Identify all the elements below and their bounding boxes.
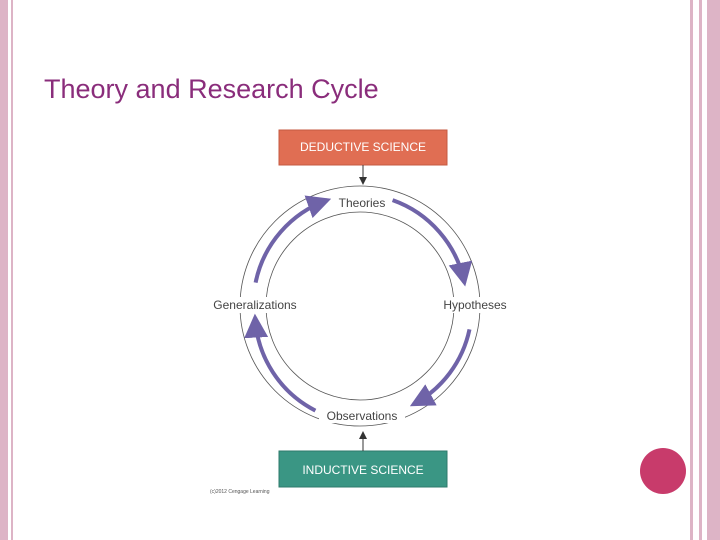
slide-border-left xyxy=(0,0,8,540)
arrow-generalizations-to-theories xyxy=(253,195,332,284)
slide-border-right xyxy=(690,0,693,540)
node-theories: Theories xyxy=(339,196,386,210)
node-observations: Observations xyxy=(327,409,398,423)
slide-border-left-inner xyxy=(11,0,13,540)
node-bg-hypotheses xyxy=(438,297,512,313)
node-bg-generalizations xyxy=(207,297,303,313)
deductive-science-box: DEDUCTIVE SCIENCE xyxy=(278,129,448,166)
copyright-note: (c)2012 Cengage Learning xyxy=(210,489,270,495)
node-bg-theories xyxy=(333,194,391,210)
slide-border-right-outer xyxy=(707,0,720,540)
node-hypotheses: Hypotheses xyxy=(443,298,506,312)
inductive-science-label: INDUCTIVE SCIENCE xyxy=(302,463,423,477)
inductive-science-box-bg xyxy=(278,450,448,488)
slide-border-right-inner xyxy=(699,0,702,540)
arrow-observations-to-generalizations xyxy=(244,313,317,413)
inductive-science-box: INDUCTIVE SCIENCE xyxy=(278,450,448,488)
slide-title: Theory and Research Cycle xyxy=(44,74,379,104)
node-generalizations: Generalizations xyxy=(213,298,296,312)
arrow-theories-to-hypotheses xyxy=(391,198,473,287)
node-bg-observations xyxy=(319,407,405,423)
deductive-science-label: DEDUCTIVE SCIENCE xyxy=(300,140,426,154)
arrow-hypotheses-to-observations xyxy=(409,328,472,407)
decorative-circle xyxy=(640,448,686,494)
